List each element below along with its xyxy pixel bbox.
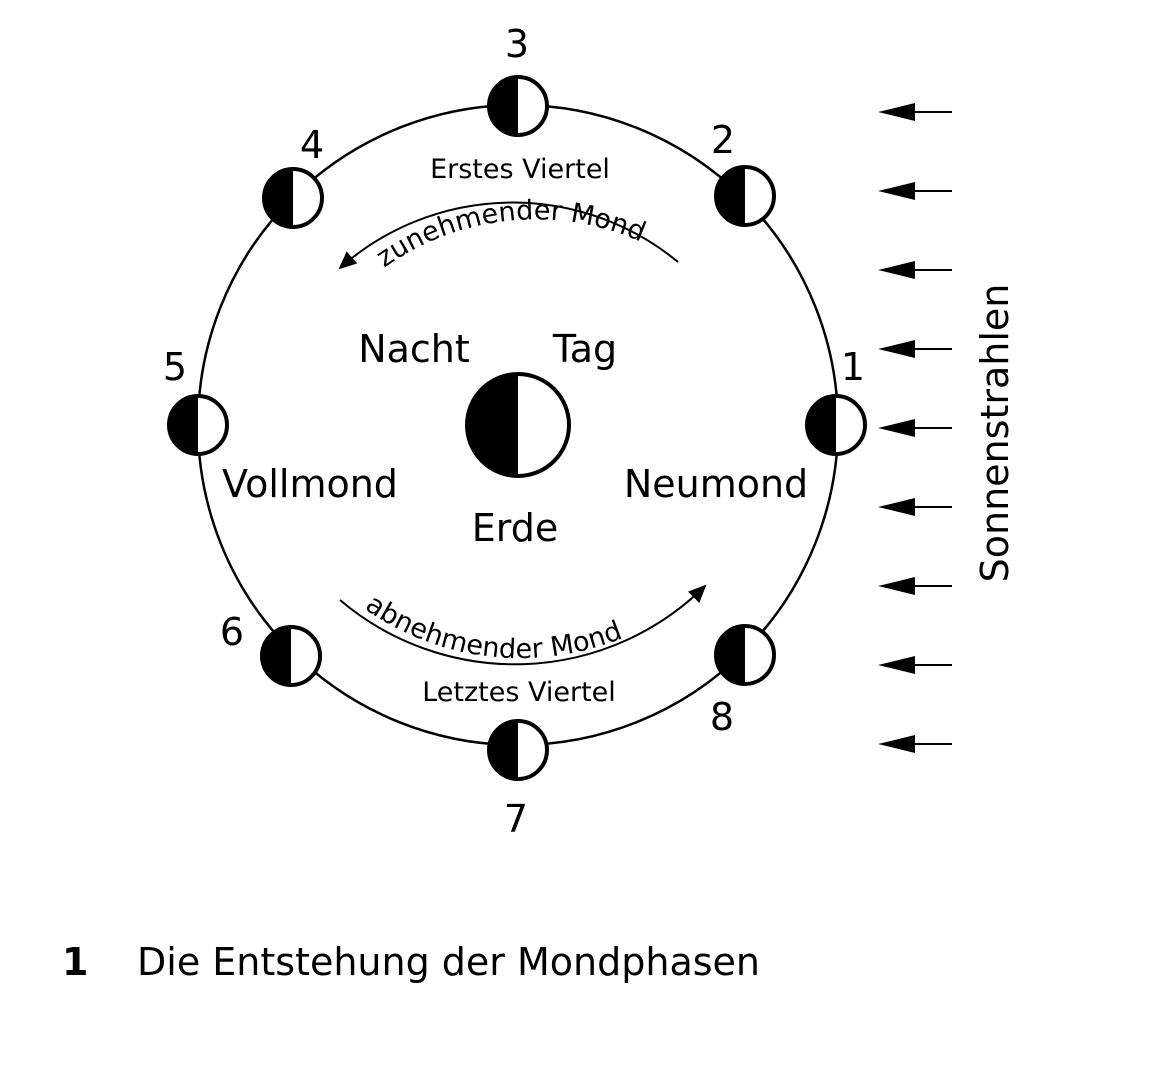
moon-number-8: 8 — [710, 695, 734, 739]
new-moon-label: Neumond — [624, 462, 808, 506]
sun-ray-arrow — [878, 735, 952, 753]
waxing-arrow — [338, 201, 679, 270]
sunlight-label: Sonnenstrahlen — [973, 284, 1017, 583]
sun-ray-arrow — [878, 577, 952, 595]
sun-ray-arrow — [878, 103, 952, 121]
moon-number-6: 6 — [220, 610, 244, 654]
sun-ray-arrow — [878, 498, 952, 516]
sun-rays — [878, 103, 952, 753]
sun-ray-arrow — [878, 261, 952, 279]
waxing-moon-label: zunehmender Mond — [371, 195, 650, 273]
moon-1-icon — [805, 394, 867, 456]
moon-number-7: 7 — [504, 797, 528, 841]
moon-7-icon — [487, 719, 549, 781]
moon-number-4: 4 — [300, 123, 324, 167]
moon-number-2: 2 — [711, 118, 735, 162]
earth-icon — [465, 372, 571, 478]
sun-ray-arrow — [878, 182, 952, 200]
waning-arrow — [339, 584, 707, 666]
moon-4-icon — [262, 167, 324, 229]
waning-moon-label: abnehmender Mond — [360, 588, 626, 665]
moon-3-icon — [487, 75, 549, 137]
caption-number: 1 — [62, 940, 88, 984]
moon-number-3: 3 — [505, 22, 529, 66]
first-quarter-label: Erstes Viertel — [430, 154, 610, 185]
moon-number-5: 5 — [163, 345, 187, 389]
day-label: Tag — [552, 327, 617, 371]
caption-text: Die Entstehung der Mondphasen — [137, 940, 760, 984]
sun-ray-arrow — [878, 656, 952, 674]
moon-8-icon — [714, 624, 776, 686]
last-quarter-label: Letztes Viertel — [422, 677, 616, 708]
earth-label: Erde — [472, 506, 558, 550]
night-label: Nacht — [358, 327, 470, 371]
full-moon-label: Vollmond — [222, 462, 398, 506]
sun-ray-arrow — [878, 340, 952, 358]
moon-5-icon — [167, 394, 229, 456]
moon-number-1: 1 — [841, 345, 865, 389]
sun-ray-arrow — [878, 419, 952, 437]
moon-6-icon — [260, 625, 322, 687]
moon-2-icon — [714, 165, 776, 227]
